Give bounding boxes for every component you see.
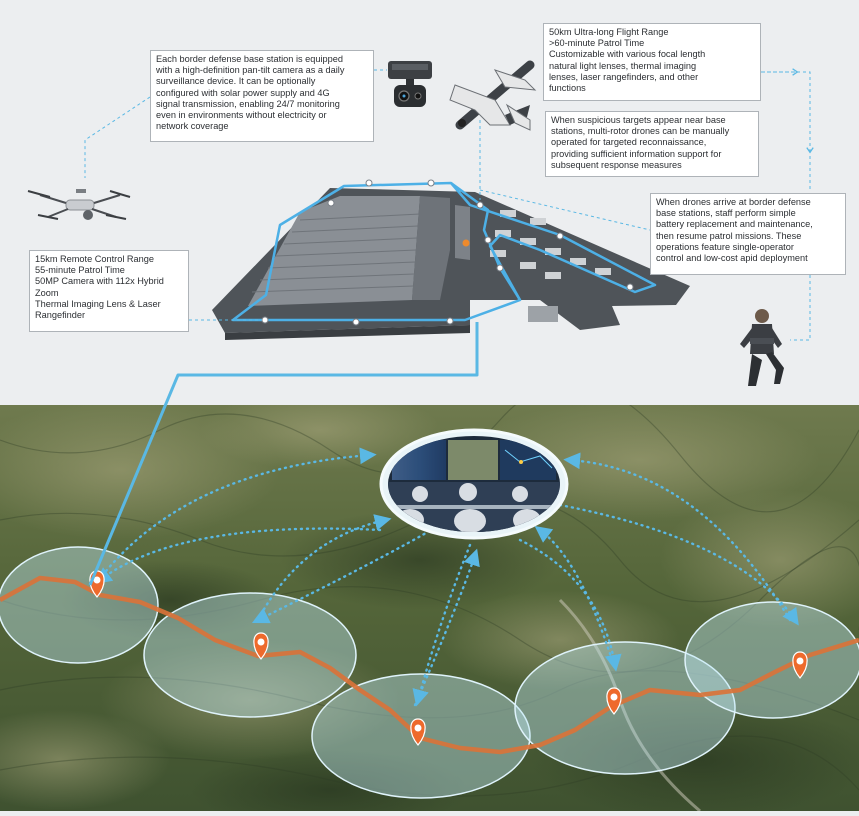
callout-line: Each border defense base station is equi… bbox=[156, 54, 343, 64]
location-pin-icon bbox=[606, 687, 622, 715]
callout-line: Customizable with various focal length bbox=[549, 49, 706, 60]
callout-line: operated for targeted reconnaissance, bbox=[551, 137, 707, 148]
multi-rotor-callout: When suspicious targets appear near base… bbox=[545, 111, 759, 177]
border-patrol-route bbox=[0, 575, 859, 755]
callout-line: configured with solar power supply and 4… bbox=[156, 87, 330, 98]
mountain-terrain bbox=[0, 405, 859, 811]
callout-line: lenses, laser rangefinders, and other bbox=[549, 71, 699, 82]
callout-line: even in environments without electricity… bbox=[156, 110, 327, 121]
callout-line: stations, multi-rotor drones can be manu… bbox=[551, 126, 730, 137]
callout-line: then resume patrol missions. These bbox=[656, 230, 802, 241]
coverage-zone bbox=[684, 601, 859, 719]
callout-line: When suspicious targets appear near base bbox=[551, 115, 726, 125]
base-station-building-icon bbox=[212, 179, 690, 340]
location-pin-icon bbox=[792, 651, 808, 679]
callout-line: subsequent response measures bbox=[551, 159, 682, 170]
callout-line: Zoom bbox=[35, 287, 59, 298]
callout-line: operations feature single-operator bbox=[656, 241, 794, 252]
location-pin-icon bbox=[410, 718, 426, 746]
callout-line: natural light lenses, thermal imaging bbox=[549, 60, 697, 71]
fixed-wing-specs-callout: 50km Ultra-long Flight Range >60-minute … bbox=[543, 23, 761, 101]
callout-line: functions bbox=[549, 83, 586, 94]
callout-line: network coverage bbox=[156, 121, 229, 132]
coverage-zone bbox=[514, 641, 736, 775]
running-operator-icon bbox=[740, 309, 784, 386]
coverage-areas bbox=[0, 546, 859, 799]
callout-line: Thermal Imaging Lens & Laser bbox=[35, 298, 161, 309]
callout-line: base stations, staff perform simple bbox=[656, 208, 796, 219]
base-station-callout: Each border defense base station is equi… bbox=[150, 50, 374, 142]
callout-line: surveillance device. It can be optionall… bbox=[156, 76, 316, 87]
callout-line: Rangefinder bbox=[35, 310, 86, 321]
base-to-map-link bbox=[88, 322, 479, 586]
callout-line: providing sufficient information support… bbox=[551, 148, 722, 159]
callout-line: battery replacement and maintenance, bbox=[656, 219, 813, 230]
command-center-icon bbox=[379, 428, 569, 540]
quadcopter-specs-callout: 15km Remote Control Range 55-minute Patr… bbox=[29, 250, 189, 332]
battery-maintenance-callout: When drones arrive at border defense bas… bbox=[650, 193, 846, 275]
callout-line: When drones arrive at border defense bbox=[656, 197, 811, 207]
callout-line: 50km Ultra-long Flight Range bbox=[549, 27, 669, 37]
coverage-zone bbox=[0, 546, 159, 664]
callout-line: 55-minute Patrol Time bbox=[35, 265, 125, 276]
callout-line: with a high-definition pan-tilt camera a… bbox=[156, 65, 345, 76]
location-pin-icon bbox=[253, 632, 269, 660]
callout-line: control and low-cost apid deployment bbox=[656, 253, 808, 264]
quadcopter-drone-icon bbox=[27, 189, 131, 220]
callout-line: 15km Remote Control Range bbox=[35, 254, 154, 264]
fixed-wing-drone-icon bbox=[449, 60, 537, 131]
callout-line: signal transmission, enabling 24/7 monit… bbox=[156, 98, 340, 109]
data-links bbox=[93, 447, 799, 707]
pan-tilt-camera-icon bbox=[388, 61, 432, 107]
callout-line: 50MP Camera with 112x Hybrid bbox=[35, 276, 164, 287]
callout-line: >60-minute Patrol Time bbox=[549, 38, 645, 49]
